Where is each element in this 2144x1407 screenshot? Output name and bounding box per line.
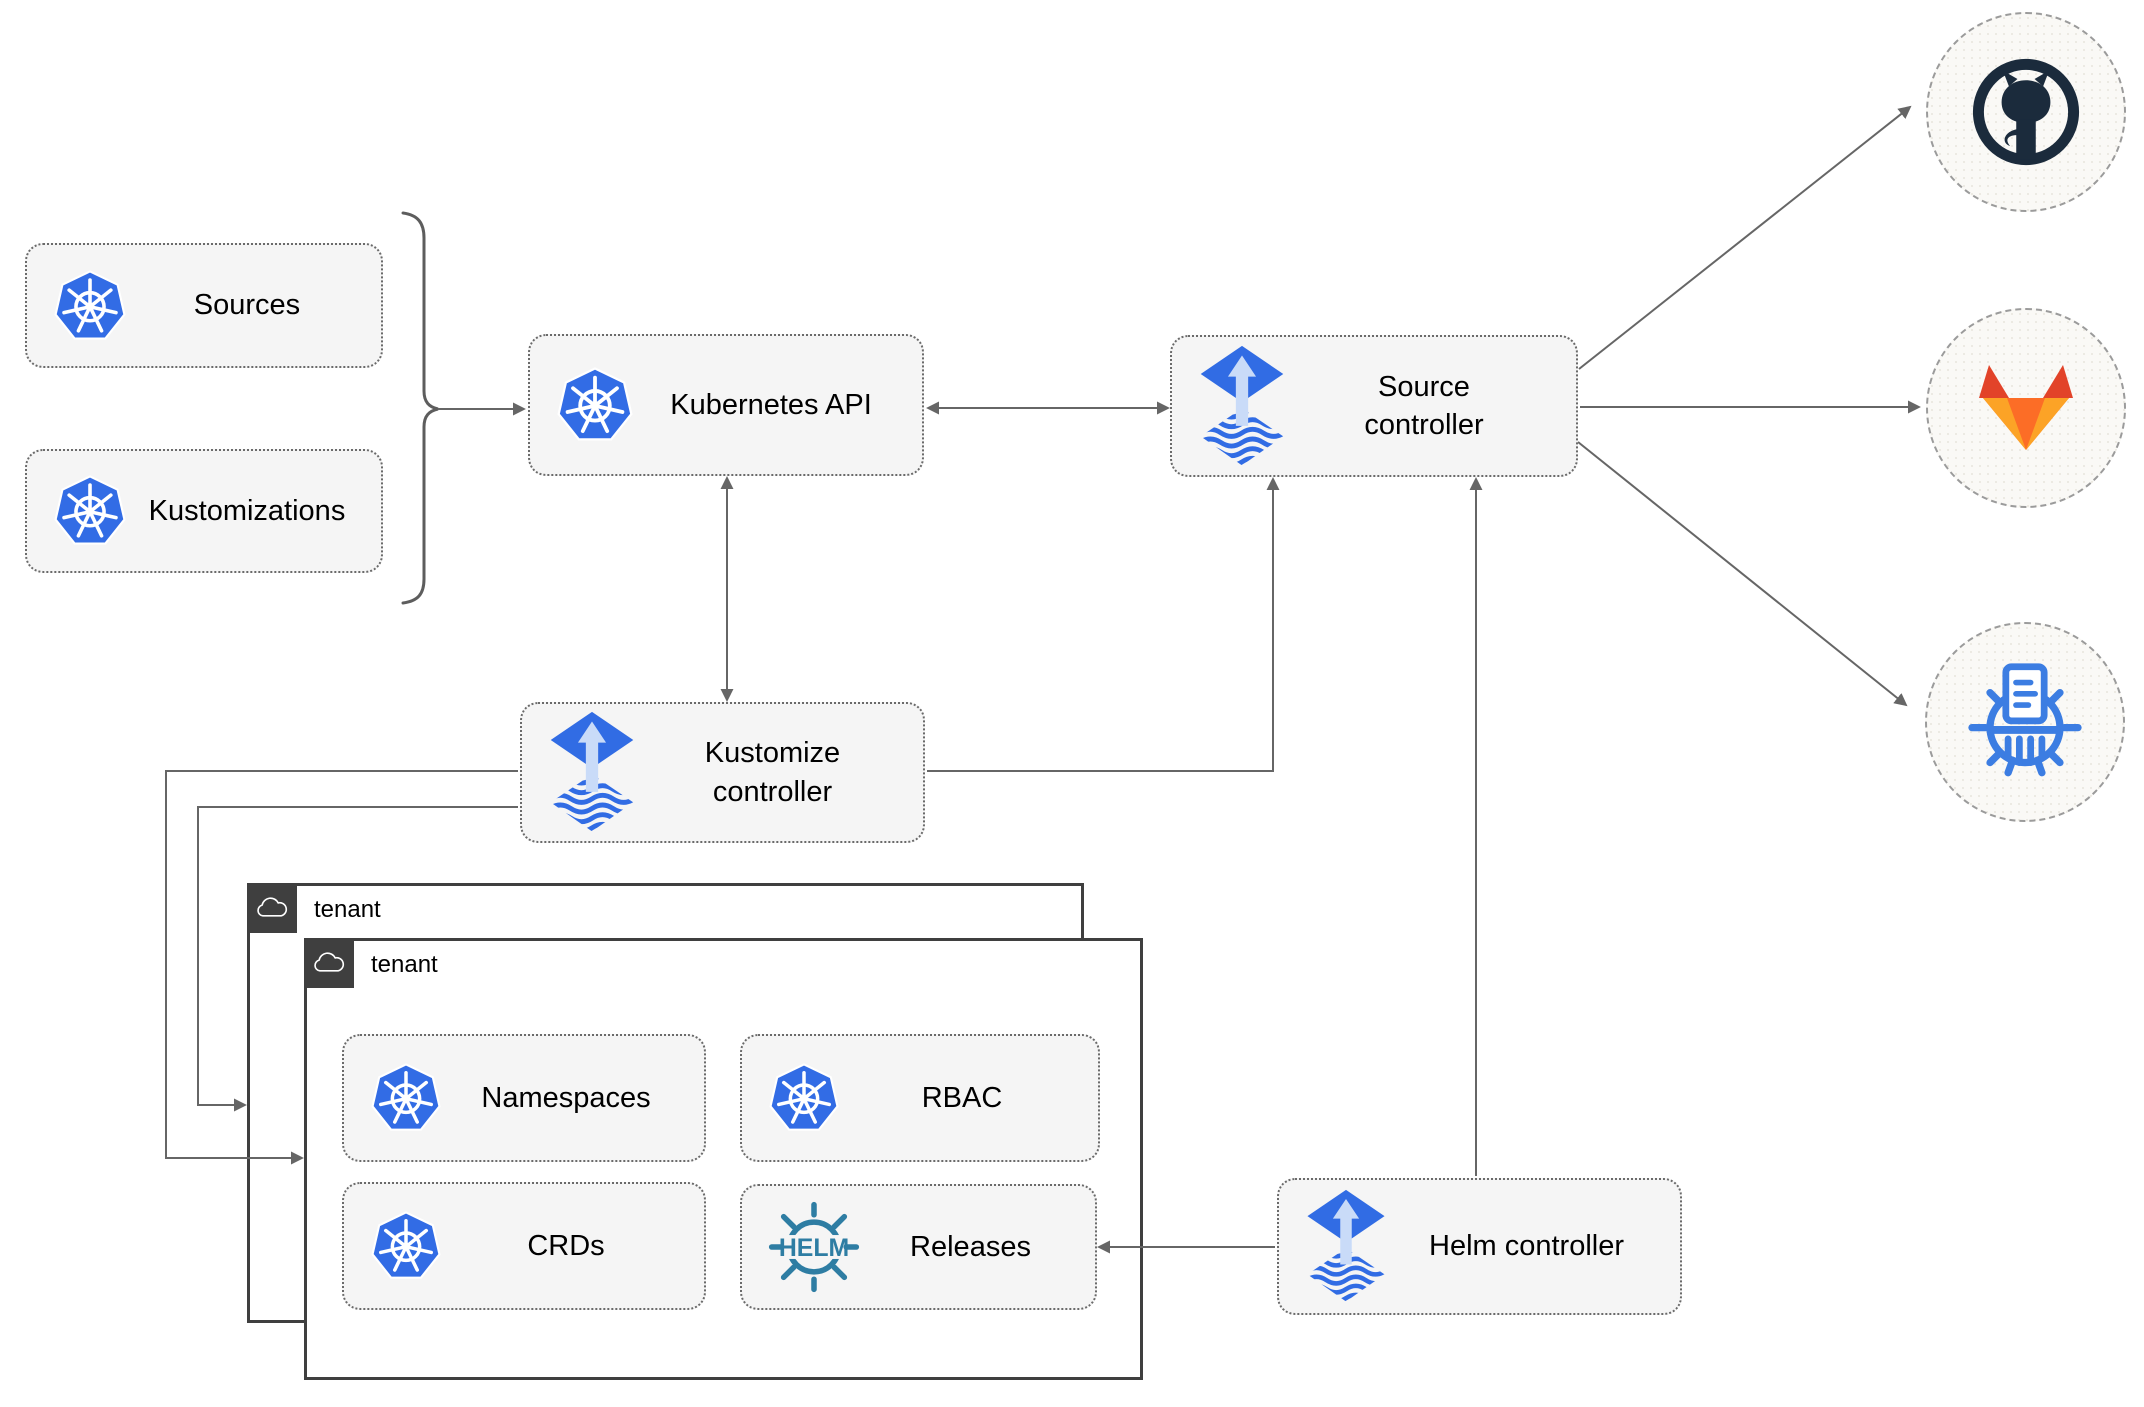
node-label: Sources (193, 289, 301, 322)
edge-kustomize-controller-source-controller (927, 477, 1280, 772)
node-kubernetes-api: Kubernetes API (528, 334, 924, 476)
node-releases: HELM Releases (740, 1184, 1097, 1310)
node-label: RBAC (921, 1081, 1003, 1114)
node-helm-controller: Helm controller (1277, 1178, 1682, 1315)
endpoint-gitlab (1926, 308, 2126, 508)
node-kustomizations: Kustomizations (25, 449, 383, 573)
kubernetes-icon (53, 475, 127, 547)
kubernetes-icon (370, 1063, 442, 1133)
node-label: Helm controller (1429, 1230, 1624, 1263)
endpoint-github (1926, 12, 2126, 212)
edge-source-controller-helm-repository (1577, 441, 1908, 707)
tenant-label: tenant (314, 896, 381, 923)
tenant-tab (304, 938, 354, 988)
node-rbac: RBAC (740, 1034, 1100, 1162)
flux-icon (1305, 1189, 1387, 1304)
node-source-controller: Source controller (1170, 335, 1578, 477)
edge-source-controller-github (1578, 105, 1912, 370)
node-label: CRDs (527, 1229, 605, 1262)
kubernetes-icon (768, 1063, 840, 1133)
gitlab-icon (1979, 365, 2073, 450)
node-label: Kubernetes API (670, 388, 872, 421)
flux-icon (1198, 345, 1286, 468)
cloud-icon (257, 897, 288, 917)
node-label: Releases (910, 1230, 1031, 1263)
flux-icon (548, 711, 636, 834)
node-label: Source controller (1364, 370, 1484, 441)
kubernetes-icon (370, 1211, 442, 1281)
kubernetes-icon (556, 367, 634, 443)
node-label: Kustomize controller (704, 737, 841, 808)
node-label: Kustomizations (148, 494, 346, 527)
node-sources: Sources (25, 243, 383, 368)
helm-wordmark: HELM (779, 1235, 849, 1262)
brace-sources-group (401, 211, 439, 605)
kubernetes-icon (53, 269, 127, 342)
node-crds: CRDs (342, 1182, 706, 1310)
helm-icon: HELM (768, 1201, 860, 1293)
endpoint-helm-repository (1925, 622, 2125, 822)
tenant-label: tenant (371, 951, 438, 978)
node-label: Namespaces (481, 1081, 651, 1114)
node-kustomize-controller: Kustomize controller (520, 702, 925, 843)
node-namespaces: Namespaces (342, 1034, 706, 1162)
tenant-tab (247, 883, 297, 933)
github-icon (1972, 58, 2080, 166)
helm-repository-icon (1968, 663, 2082, 777)
cloud-icon (314, 952, 345, 972)
